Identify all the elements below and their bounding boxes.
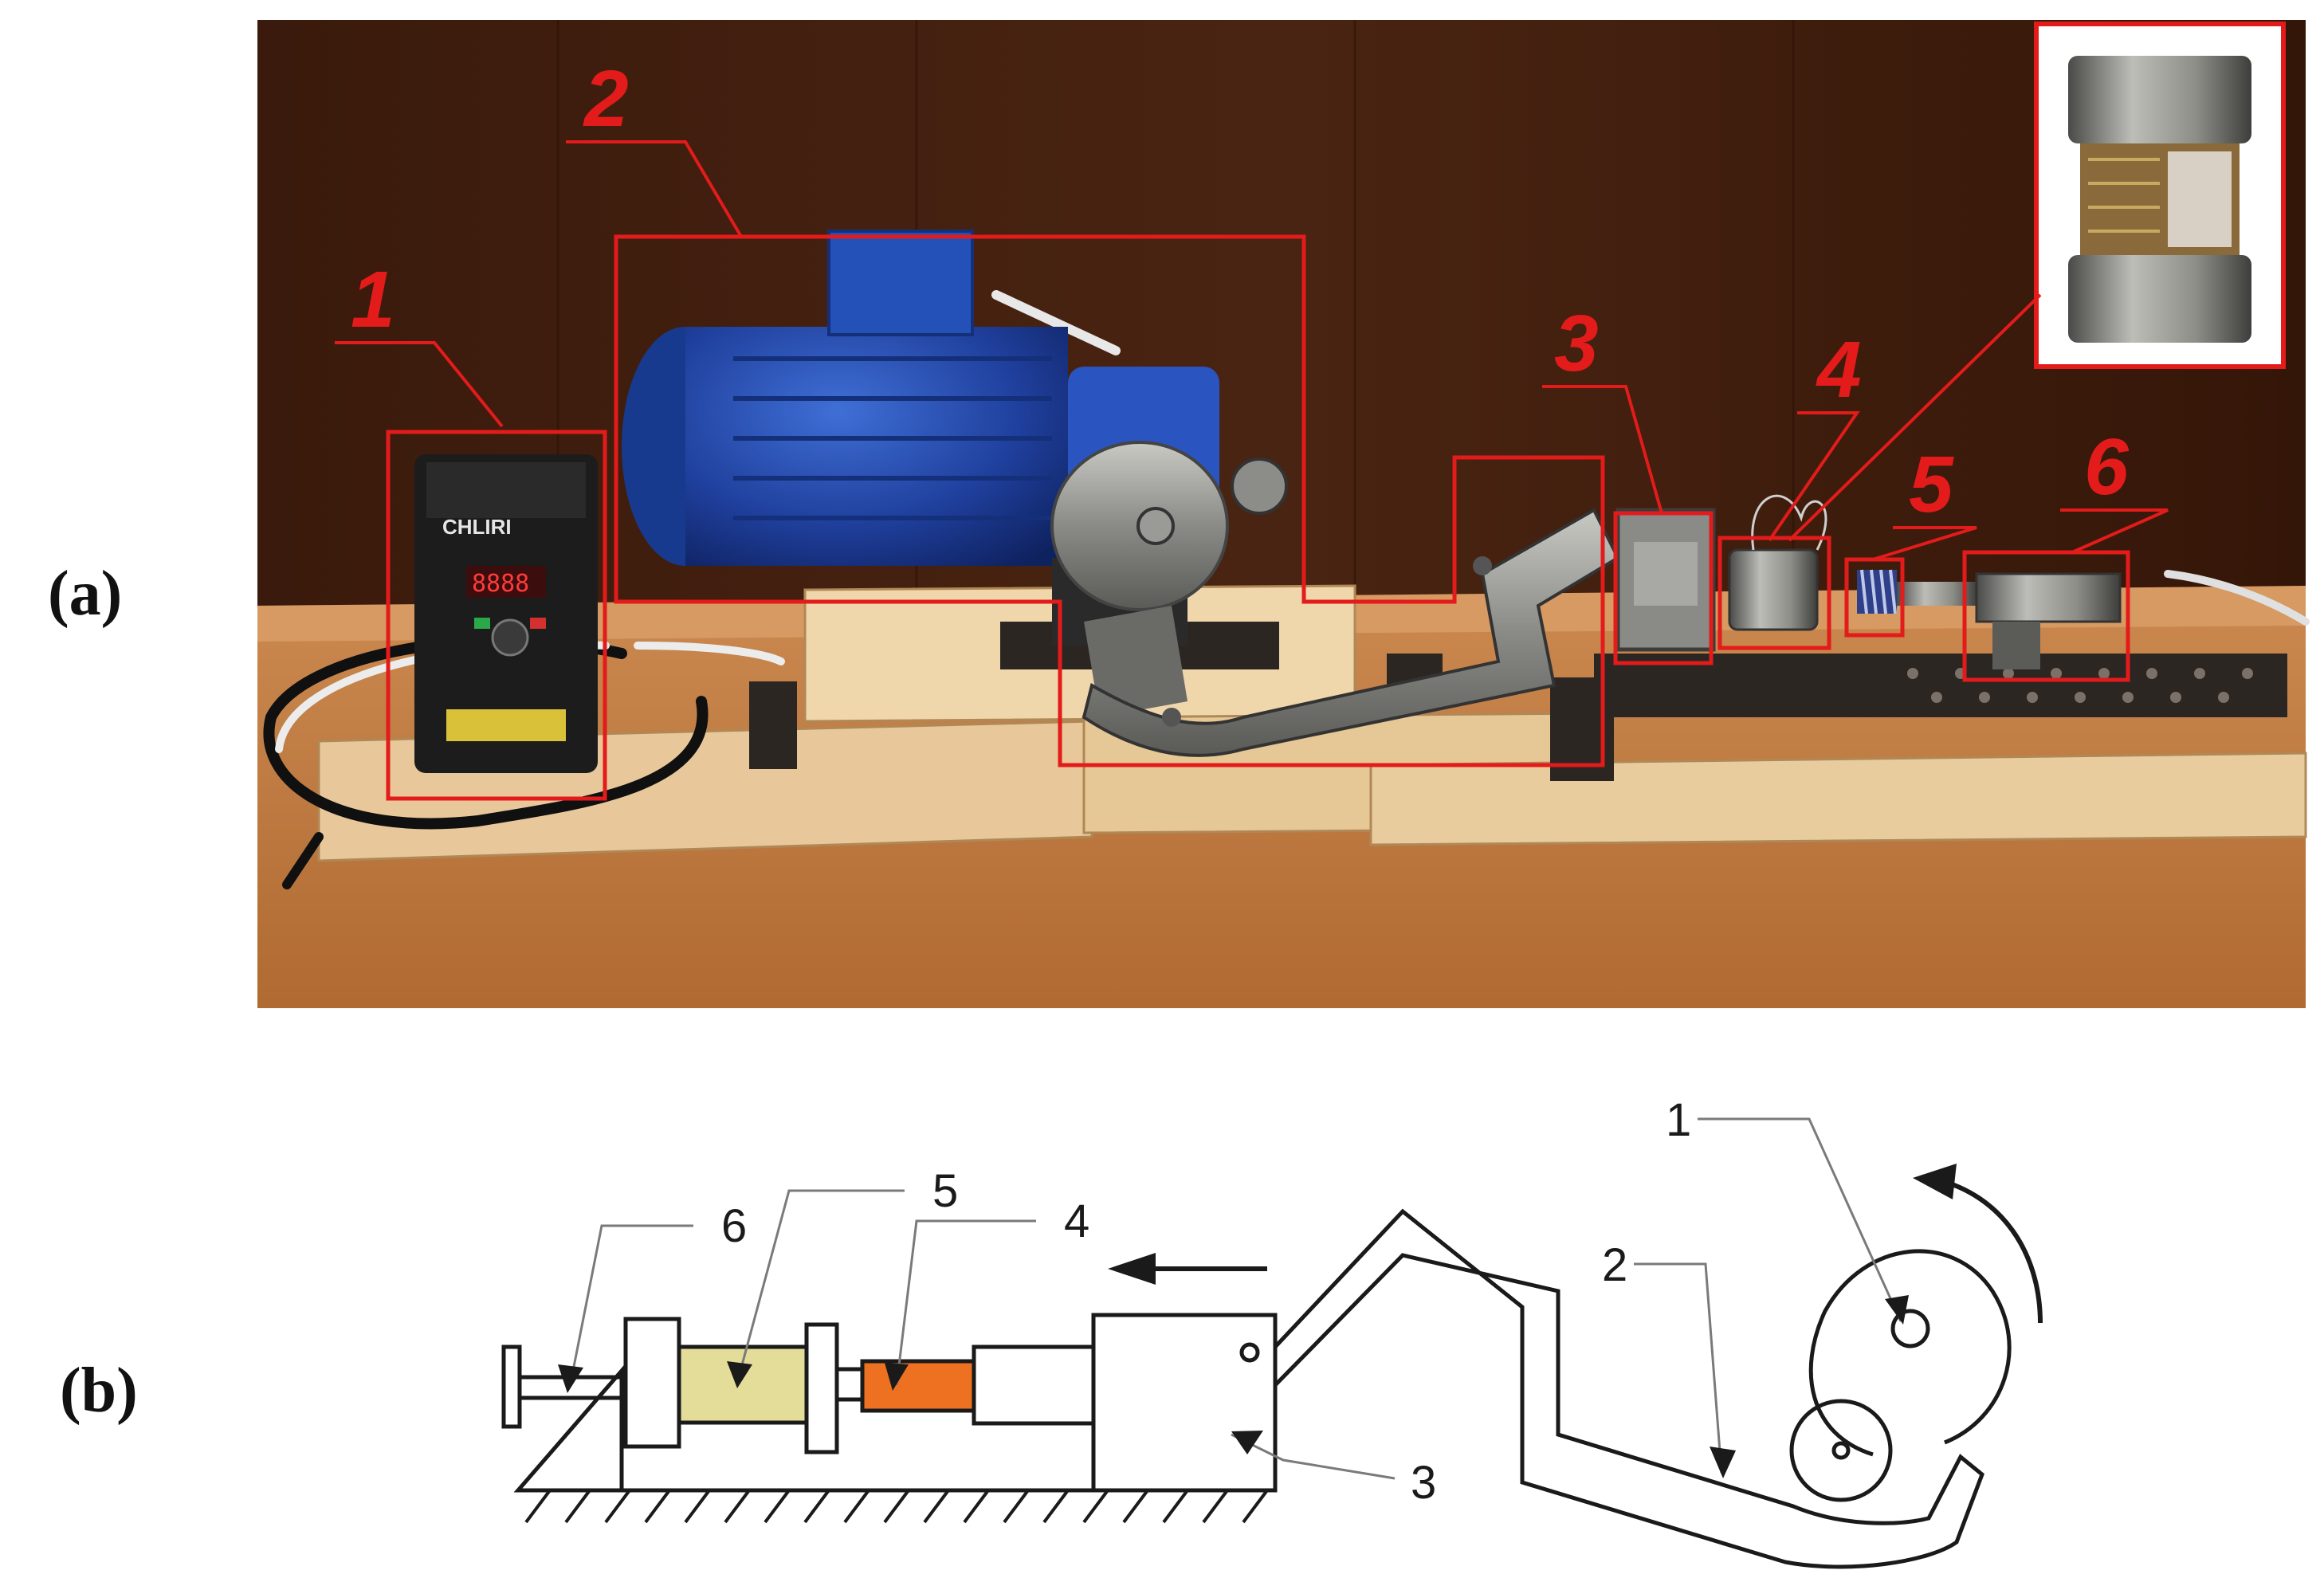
inverter-display: 8888	[472, 570, 529, 598]
eccentric-disc	[1050, 441, 1288, 717]
schem-callout-4: 4	[1064, 1195, 1089, 1247]
photo-callout-3: 3	[1554, 299, 1599, 388]
rail-holes	[1907, 668, 2253, 703]
photo-callout-2: 2	[583, 54, 629, 143]
base-wedge	[513, 1365, 624, 1493]
schem-callout-5: 5	[932, 1165, 958, 1217]
schem-callout-6: 6	[721, 1200, 747, 1252]
mounting-plates	[749, 622, 2287, 781]
photo-callout-5: 5	[1909, 440, 1954, 529]
slider-block	[1615, 508, 1716, 652]
box-3	[1613, 511, 1714, 665]
ground-hatching	[524, 1489, 1269, 1524]
schem-cam	[1808, 1249, 2012, 1457]
screw-stop	[1975, 572, 2122, 669]
rotation-arrow-arc	[1936, 1177, 2043, 1324]
slider-pivot	[1239, 1342, 1260, 1363]
box-2	[614, 234, 1605, 767]
push-rod	[972, 1344, 1096, 1426]
right-stand-plate	[804, 1322, 839, 1454]
photo-callout-6: 6	[2084, 422, 2130, 512]
connecting-pin	[834, 1367, 865, 1402]
schem-sample	[677, 1344, 809, 1425]
left-stand-plate	[623, 1317, 681, 1449]
schem-screw-stop	[501, 1344, 626, 1429]
panel-a-label: (a)	[48, 559, 123, 629]
cam-hub	[1890, 1309, 1930, 1348]
inverter-brand-text: CHLIRI	[442, 515, 512, 539]
schem-pusher-lever	[1274, 1208, 1984, 1569]
annotation-boxes	[386, 234, 2130, 801]
schem-callout-3: 3	[1411, 1457, 1436, 1509]
schem-leaders	[568, 1117, 1902, 1480]
photo-callout-4: 4	[1816, 325, 1862, 414]
panel-a-photo: CHLIRI 8888	[257, 20, 2310, 1008]
direction-arrow-head	[1108, 1253, 1156, 1285]
schem-slider-block	[1091, 1313, 1278, 1493]
rotation-arrow-head	[1913, 1164, 1957, 1199]
schem-sensor	[860, 1359, 976, 1413]
schem-callout-2: 2	[1602, 1239, 1627, 1291]
photo-callout-1: 1	[351, 255, 395, 344]
schem-callout-1: 1	[1666, 1094, 1691, 1146]
schem-leader-heads	[558, 1295, 1909, 1478]
motion-arrows	[1108, 1164, 2043, 1324]
box-4	[1717, 536, 1831, 650]
sample-inset	[2034, 22, 2286, 369]
box-6	[1962, 550, 2130, 682]
panel-b-label: (b)	[60, 1356, 138, 1426]
callout-leaders	[335, 140, 2169, 561]
frequency-inverter: CHLIRI 8888	[414, 454, 598, 773]
follower-roller	[1789, 1399, 1893, 1502]
box-1	[386, 430, 607, 801]
force-sensor	[1728, 494, 1827, 631]
roller-axle	[1831, 1441, 1851, 1460]
inverter-knob	[491, 618, 529, 657]
